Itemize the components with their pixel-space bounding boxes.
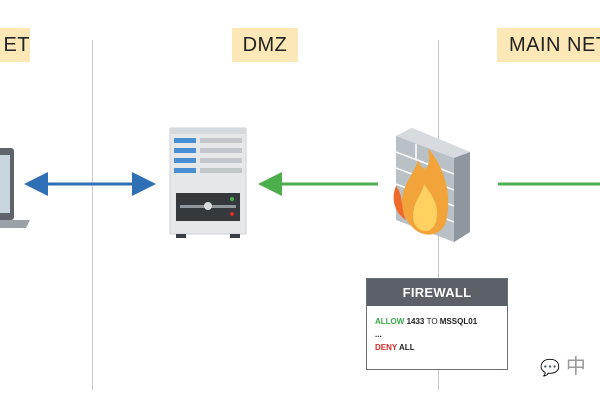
rule-target-all: ALL [399,343,415,352]
zone-divider-internet-dmz [92,40,93,390]
watermark-text: 中 [565,354,586,378]
zone-label-internet: ET [0,28,30,62]
rule-to: TO [426,317,438,326]
server-icon [169,127,247,238]
firewall-rules-panel: FIREWALL ALLOW 1433 TO MSSQL01 ... DENY … [366,278,508,370]
firewall-rule-deny: DENY ALL [375,341,499,354]
firewall-rule-allow: ALLOW 1433 TO MSSQL01 [375,315,499,328]
firewall-icon [393,128,470,242]
zone-label-main-network: MAIN NET [497,28,600,62]
rule-port: 1433 [406,317,425,326]
laptop-icon [0,148,30,228]
firewall-rules-list: ALLOW 1433 TO MSSQL01 ... DENY ALL [367,306,507,354]
firewall-rule-ellipsis: ... [375,330,382,339]
zone-label-dmz: DMZ [232,28,298,62]
firewall-rules-title: FIREWALL [367,279,507,306]
rule-target-mssql: MSSQL01 [439,317,478,326]
rule-action-deny: DENY [375,343,398,352]
rule-action-allow: ALLOW [375,317,405,326]
watermark: 💬中 [540,350,586,379]
chat-bubble-icon: 💬 [540,358,560,377]
